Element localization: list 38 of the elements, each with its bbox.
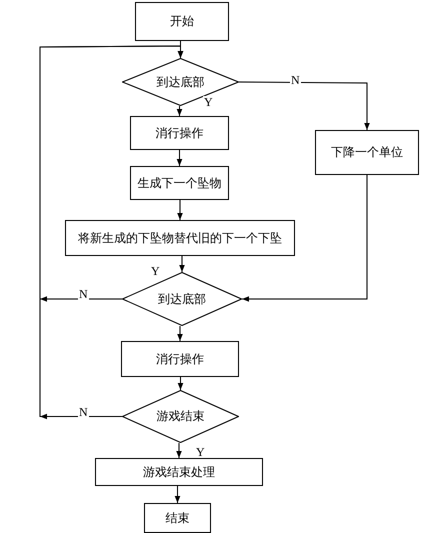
arrow <box>238 82 370 130</box>
node-text: 游戏结束 <box>156 408 204 425</box>
edge-label: Y <box>150 265 161 277</box>
arrow <box>40 46 184 420</box>
edge-label: N <box>78 288 89 300</box>
process-box <box>144 503 211 533</box>
process-box <box>315 130 419 175</box>
decision-diamond <box>122 390 239 443</box>
process-box <box>95 458 263 486</box>
process-box <box>65 220 295 256</box>
edge-label: N <box>78 406 89 418</box>
arrow <box>177 326 183 342</box>
node-text: 消行操作 <box>156 124 204 142</box>
arrow <box>174 486 180 504</box>
arrow <box>176 150 182 166</box>
node-text: 消行操作 <box>156 350 204 368</box>
node-text: 开始 <box>170 13 194 30</box>
arrow <box>242 174 368 302</box>
node-text: 生成下一个坠物 <box>138 174 222 192</box>
edge-label: Y <box>203 96 214 108</box>
process-box <box>121 341 239 377</box>
node-text: 到达底部 <box>158 290 206 308</box>
arrow <box>178 376 184 390</box>
node-text: 将新生成的下坠物替代旧的下一个下坠 <box>78 230 282 246</box>
node-text: 下降一个单位 <box>331 144 403 161</box>
edge-label: N <box>290 74 301 86</box>
node-text: 到达底部 <box>156 74 204 90</box>
arrow <box>179 256 185 272</box>
edge-label: Y <box>195 446 206 458</box>
node-text: 游戏结束处理 <box>143 464 215 480</box>
node-text: 结束 <box>166 510 190 526</box>
process-box <box>130 166 229 200</box>
arrow <box>176 106 182 116</box>
process-box <box>135 2 229 41</box>
decision-diamond <box>122 58 239 106</box>
arrow <box>177 200 183 220</box>
process-box <box>130 116 229 150</box>
arrow <box>176 442 182 458</box>
